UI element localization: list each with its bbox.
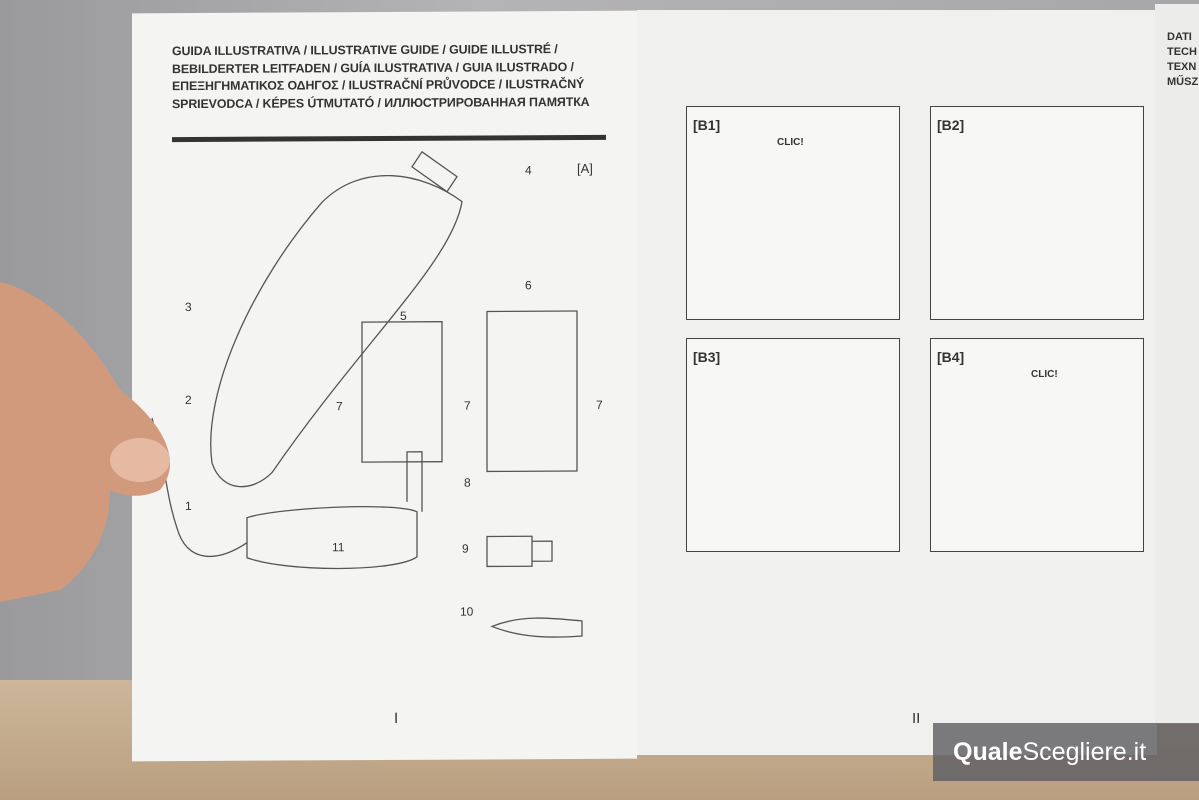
part-label: 7 [336, 399, 343, 414]
part-label: 7 [464, 398, 471, 413]
logo-text: Scegliere.it [1022, 737, 1147, 766]
title-line: BEBILDERTER LEITFADEN / GUÍA ILUSTRATIVA… [172, 59, 574, 76]
part-label: 7 [596, 397, 603, 412]
left-page: GUIDA ILLUSTRATIVA / ILLUSTRATIVE GUIDE … [132, 10, 637, 762]
panel-label: [B3] [693, 349, 721, 365]
clic-label: CLIC! [777, 137, 804, 148]
panel-label: [B4] [937, 349, 965, 365]
right-page: [B1] CLIC! [B2] [B3] [B4] CLIC! II [637, 10, 1157, 755]
edge-line: TECH [1167, 46, 1197, 58]
edge-line: DATI [1167, 31, 1192, 43]
title-line: SPRIEVODCA / KÉPES ÚTMUTATÓ / ИЛЛЮСТРИРО… [172, 94, 590, 111]
panel-b1: [B1] CLIC! [686, 106, 900, 320]
part-label: 6 [525, 278, 532, 293]
edge-line: MŰSZ [1167, 76, 1199, 88]
panel-b2: [B2] [930, 106, 1144, 320]
part-label: 9 [462, 541, 469, 556]
next-page-edge: DATI TECH TEXN MŰSZ [1155, 4, 1199, 724]
title-line: ΕΠΕΞΗΓΗΜΑΤΙΚΟΣ ΟΔΗΓΟΣ / ILUSTRAČNÍ PRŮVO… [172, 76, 585, 94]
panel-label: [B1] [693, 117, 721, 133]
clic-label: CLIC! [1031, 369, 1058, 380]
logo-text-bold: uale [972, 737, 1023, 766]
title-line: GUIDA ILLUSTRATIVA / ILLUSTRATIVE GUIDE … [172, 42, 558, 59]
panel-b3: [B3] [686, 338, 900, 552]
logo-q-icon: Q [953, 737, 973, 766]
clipper-diagram [151, 150, 583, 638]
edge-text: DATI TECH TEXN MŰSZ [1167, 30, 1198, 90]
page-number: II [912, 710, 921, 727]
part-label: 4 [525, 163, 532, 178]
panel-label: [B2] [937, 117, 965, 133]
part-label: 10 [460, 604, 474, 619]
guide-title: GUIDA ILLUSTRATIVA / ILLUSTRATIVE GUIDE … [172, 41, 612, 113]
page-number: I [394, 709, 399, 727]
part-label: 8 [464, 475, 471, 490]
panel-b4: [B4] CLIC! [930, 338, 1144, 552]
part-label: 5 [400, 308, 407, 323]
edge-line: TEXN [1167, 61, 1197, 73]
part-label: 11 [332, 540, 345, 555]
hand [0, 281, 170, 602]
